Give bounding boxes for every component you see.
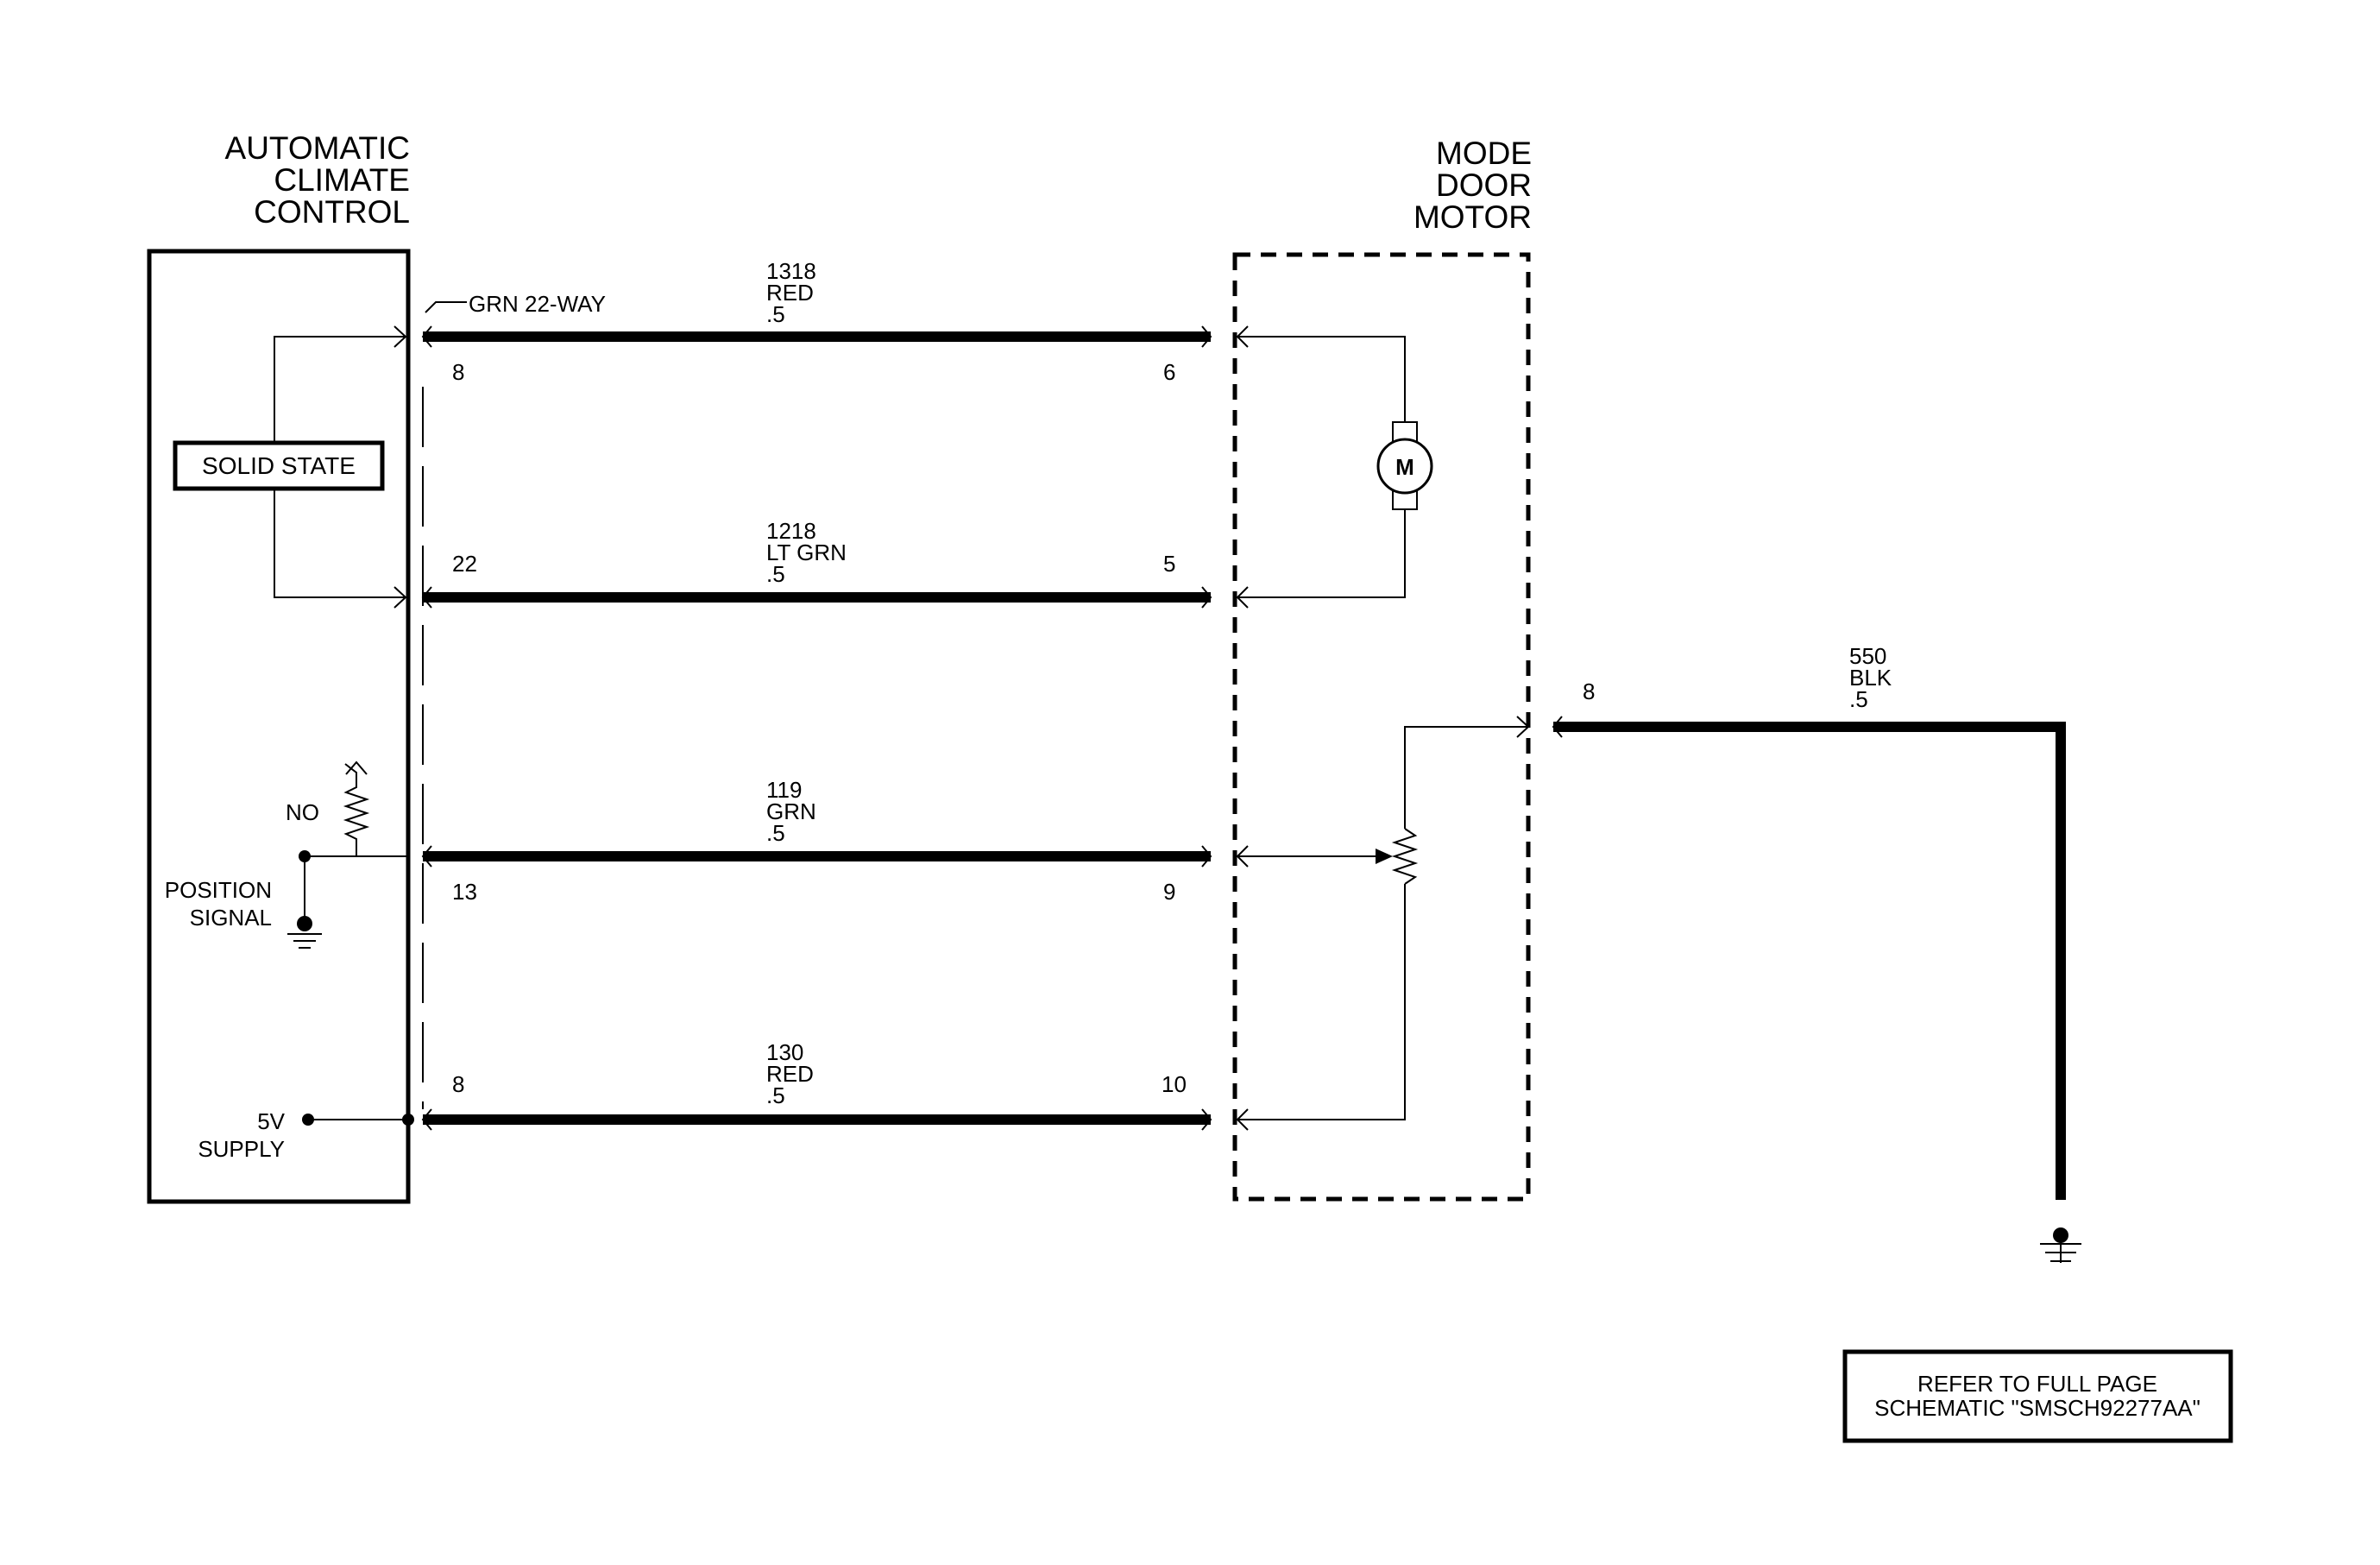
- pullup-resistor-icon: [343, 763, 370, 856]
- wire-1318: 1318 RED .5 8 6: [421, 258, 1212, 385]
- motor-title-line3: MOTOR: [1414, 199, 1532, 235]
- right-pin: 5: [1163, 551, 1175, 577]
- connector-leader: [425, 301, 467, 313]
- wire-gauge: .5: [766, 1082, 785, 1108]
- wire-1218: 1218 LT GRN .5 22 5: [421, 518, 1212, 609]
- refer-note-line2: SCHEMATIC "SMSCH92277AA": [1874, 1395, 2201, 1421]
- solid-state-box: [173, 440, 385, 491]
- wire-gauge: .5: [766, 820, 785, 846]
- acc-title-line2: CLIMATE: [274, 162, 410, 198]
- motor-symbol: M: [1395, 454, 1414, 480]
- arrow-icon: [394, 325, 407, 348]
- arrow-icon: [1236, 1108, 1249, 1131]
- solid-state-lead-top: [274, 336, 406, 443]
- connector-chevron-icon: [421, 1108, 432, 1131]
- wire-color: RED: [766, 1061, 814, 1087]
- wire-gauge: .5: [766, 301, 785, 327]
- connector-chevron-icon: [1201, 325, 1212, 348]
- wire-circuit: 550: [1849, 643, 1886, 669]
- arrow-icon: [1516, 716, 1530, 738]
- wiper-arrow-icon: [1376, 849, 1393, 864]
- left-pin: 8: [452, 1071, 464, 1097]
- connector-chevron-icon: [1201, 586, 1212, 609]
- supply-label-line2: SUPPLY: [198, 1136, 285, 1162]
- wire-color: LT GRN: [766, 540, 847, 565]
- pot-lead-bottom: [1235, 884, 1406, 1120]
- acc-title-line3: CONTROL: [254, 194, 410, 230]
- solid-state-lead-bottom: [274, 489, 406, 598]
- pullup-arrow-icon: [345, 760, 368, 775]
- connector-chevron-icon: [421, 845, 432, 868]
- connector-chevron-icon: [1201, 1108, 1212, 1131]
- right-pin: 10: [1162, 1071, 1187, 1097]
- refer-note-line1: REFER TO FULL PAGE: [1917, 1371, 2157, 1397]
- wire-550-ground: 8 550 BLK .5: [1552, 643, 2081, 1263]
- connector-chevron-icon: [1201, 845, 1212, 868]
- wire-gauge: .5: [1849, 686, 1868, 712]
- junction-dot: [297, 916, 312, 931]
- wire-circuit: 1318: [766, 258, 816, 284]
- wire-130: 130 RED .5 8 10: [421, 1039, 1212, 1131]
- arrow-icon: [394, 586, 407, 609]
- wire-119: 119 GRN .5 13 9: [421, 777, 1212, 905]
- acc-title-line1: AUTOMATIC: [225, 130, 410, 166]
- left-pin: 13: [452, 879, 477, 905]
- wire-line: [1553, 722, 2066, 1200]
- motor-title-line2: DOOR: [1436, 167, 1532, 203]
- right-pin: 9: [1163, 879, 1175, 905]
- pot-lead-top: [1404, 726, 1528, 829]
- position-label-line2: SIGNAL: [190, 905, 272, 931]
- ground-pin: 8: [1583, 678, 1595, 704]
- connector-chevron-icon: [421, 586, 432, 609]
- wire-circuit: 130: [766, 1039, 803, 1065]
- connector-chevron-icon: [421, 325, 432, 348]
- connector-chevron-icon: [1552, 716, 1563, 738]
- right-pin: 6: [1163, 359, 1175, 385]
- arrow-icon: [1236, 325, 1249, 348]
- wire-color: GRN: [766, 798, 816, 824]
- wire-circuit: 1218: [766, 518, 816, 544]
- refer-note: REFER TO FULL PAGE SCHEMATIC "SMSCH92277…: [1842, 1349, 2233, 1443]
- motor-icon: [1376, 438, 1433, 495]
- refer-note-box: [1842, 1349, 2233, 1443]
- grn-22-way-connector: GRN 22-WAY: [422, 291, 606, 1109]
- wire-color: BLK: [1849, 665, 1892, 691]
- no-label: NO: [286, 799, 319, 825]
- acc-component: AUTOMATIC CLIMATE CONTROL SOLID STATE NO…: [147, 130, 414, 1204]
- mode-door-motor-component: MODE DOOR MOTOR M: [1232, 136, 1532, 1202]
- arrow-icon: [1236, 845, 1249, 868]
- wire-color: RED: [766, 280, 814, 306]
- supply-label-line1: 5V: [257, 1108, 285, 1134]
- connector-name: GRN 22-WAY: [469, 291, 606, 317]
- motor-title-line1: MODE: [1436, 136, 1532, 171]
- wire-circuit: 119: [766, 777, 802, 803]
- left-pin: 8: [452, 359, 464, 385]
- left-pin: 22: [452, 551, 477, 577]
- position-label-line1: POSITION: [165, 877, 272, 903]
- motor-lead-bottom: [1235, 509, 1406, 598]
- acc-box: [147, 249, 411, 1204]
- solid-state-label: SOLID STATE: [202, 452, 356, 479]
- potentiometer-icon: [1391, 828, 1419, 885]
- motor-lead-top: [1235, 336, 1406, 422]
- wire-gauge: .5: [766, 561, 785, 587]
- junction-dot: [402, 1114, 414, 1126]
- arrow-icon: [1236, 586, 1249, 609]
